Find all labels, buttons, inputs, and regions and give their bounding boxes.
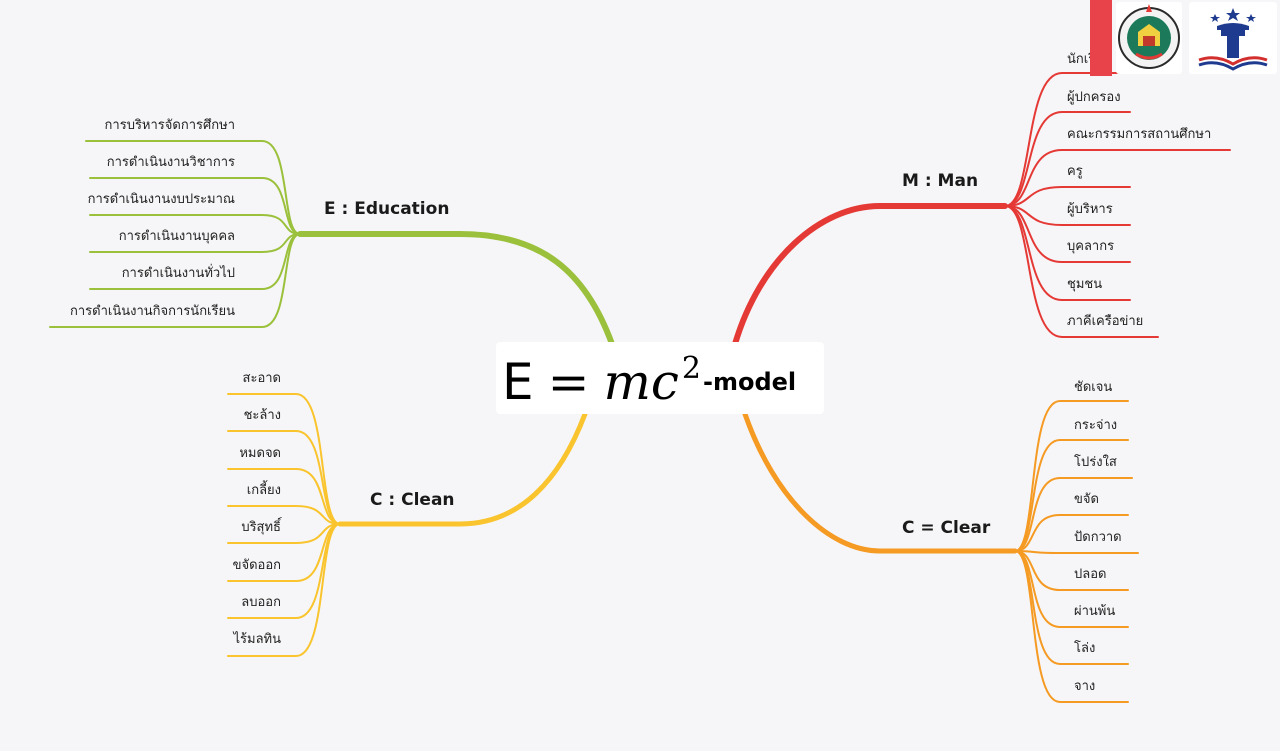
man-main-connector: [732, 203, 1008, 347]
clear-leaf-connector: [1014, 550, 1129, 703]
education-item[interactable]: การบริหารจัดการศึกษา: [104, 118, 235, 133]
clean-item[interactable]: ไร้มลทิน: [233, 632, 281, 647]
man-item[interactable]: ครู: [1067, 164, 1083, 179]
clear-item[interactable]: จาง: [1074, 679, 1096, 694]
education-item[interactable]: การดำเนินงานทั่วไป: [121, 266, 235, 281]
education-leaf-connector: [89, 177, 301, 235]
central-node[interactable]: [496, 342, 824, 414]
man-item[interactable]: ชุมชน: [1067, 277, 1103, 292]
clean-item[interactable]: ชะล้าง: [243, 408, 281, 423]
clean-leaf-connector: [227, 523, 341, 657]
formula-mc: mc: [603, 353, 679, 411]
clean-leaf-connector: [227, 523, 341, 544]
clean-item[interactable]: ขจัดออก: [232, 558, 281, 573]
clean-item[interactable]: เกลี้ยง: [246, 483, 281, 498]
formula-exponent: 2: [681, 351, 702, 386]
mindmap-connectors: [49, 72, 1231, 703]
clear-item[interactable]: ขจัด: [1074, 492, 1099, 507]
man-leaf-connector: [1004, 205, 1131, 338]
man-item[interactable]: ผู้บริหาร: [1067, 202, 1113, 217]
clear-item[interactable]: กระจ่าง: [1074, 418, 1118, 433]
logo-accent-bar: [1090, 0, 1112, 76]
formula-equals: =: [547, 353, 590, 411]
man-item[interactable]: บุคลากร: [1067, 239, 1115, 254]
education-item[interactable]: การดำเนินงานกิจการนักเรียน: [70, 304, 235, 319]
branch-man-label[interactable]: M : Man: [902, 171, 979, 191]
clean-leaf-connector: [227, 468, 341, 525]
clean-main-connector: [337, 411, 588, 527]
clear-item[interactable]: ปัดกวาด: [1074, 530, 1122, 545]
clear-item[interactable]: ผ่านพ้น: [1074, 604, 1116, 619]
clear-item[interactable]: โปร่งใส: [1074, 455, 1117, 470]
education-item[interactable]: การดำเนินงานบุคคล: [118, 229, 235, 244]
clear-leaf-connector: [1014, 477, 1129, 552]
clean-item[interactable]: สะอาด: [242, 371, 281, 386]
clean-item[interactable]: บริสุทธิ์: [241, 520, 281, 535]
education-leaf-connector: [89, 233, 301, 328]
man-item[interactable]: ภาคีเครือข่าย: [1067, 314, 1144, 329]
central-formula: E = mc 2 -model: [502, 350, 796, 414]
education-item[interactable]: การดำเนินงานงบประมาณ: [87, 192, 235, 207]
man-leaf-connector: [1004, 111, 1131, 207]
formula-e: E: [502, 353, 534, 411]
clean-item[interactable]: หมดจด: [239, 446, 281, 461]
clear-leaf-connector: [1014, 514, 1129, 552]
education-leaf-connector: [89, 214, 301, 235]
clear-leaf-connector: [1014, 439, 1129, 552]
clear-item[interactable]: ปลอด: [1074, 567, 1107, 582]
clear-main-connector: [742, 411, 1018, 554]
man-item[interactable]: คณะกรรมการสถานศึกษา: [1067, 127, 1212, 142]
education-main-connector: [297, 231, 615, 347]
clear-leaf-connector: [1014, 550, 1129, 554]
man-leaf-connector: [1004, 205, 1131, 226]
school-seal-logo: [1116, 2, 1182, 74]
branch-clear-label[interactable]: C = Clear: [902, 518, 991, 538]
clean-leaf-connector: [227, 393, 341, 525]
clean-item[interactable]: ลบออก: [241, 595, 281, 610]
man-leaf-connector: [1004, 186, 1131, 207]
clear-item[interactable]: ชัดเจน: [1074, 380, 1113, 395]
branch-education-label[interactable]: E : Education: [324, 199, 450, 219]
clean-leaf-connector: [227, 430, 341, 525]
man-item[interactable]: ผู้ปกครอง: [1067, 90, 1121, 105]
man-leaf-connector: [1004, 72, 1131, 207]
formula-model-suffix: -model: [703, 368, 797, 396]
institution-logo: [1189, 2, 1277, 74]
clear-item[interactable]: โล่ง: [1074, 641, 1096, 656]
clean-leaf-connector: [227, 505, 341, 525]
education-leaf-connector: [89, 140, 301, 235]
education-item[interactable]: การดำเนินงานวิชาการ: [106, 155, 235, 170]
man-leaf-connector: [1004, 149, 1131, 207]
education-leaf-connector: [89, 233, 301, 253]
branch-clean-label[interactable]: C : Clean: [370, 490, 455, 510]
